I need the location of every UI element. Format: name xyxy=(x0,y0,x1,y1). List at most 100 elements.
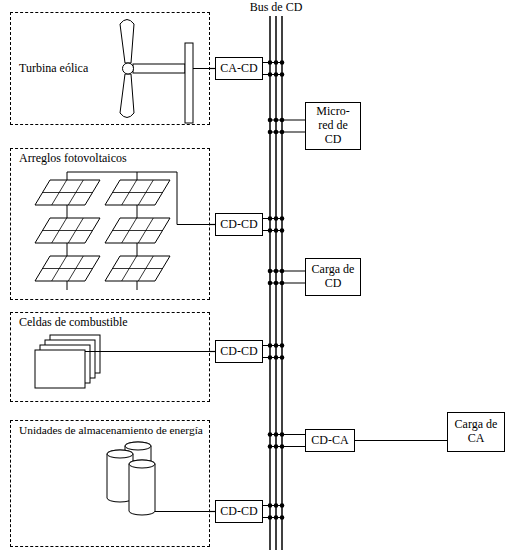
node-label: Bus de CD xyxy=(250,1,303,15)
pv-array-part xyxy=(105,218,170,243)
junction-dot xyxy=(274,432,279,437)
node-label: Micro-red de CD xyxy=(309,105,357,146)
pv-array-part xyxy=(105,256,170,281)
junction-dot xyxy=(274,118,279,123)
node-label: CD-CD xyxy=(220,505,257,519)
junction-dot xyxy=(280,503,285,508)
junction-dot xyxy=(280,60,285,65)
converter-box: CD-CA xyxy=(305,429,355,452)
junction-dot xyxy=(268,130,273,135)
junction-dot xyxy=(280,216,285,221)
node-label: CD-CD xyxy=(220,345,257,359)
converter-box: CA-CD xyxy=(215,57,263,80)
wind-turbine-part xyxy=(185,43,193,123)
storage-cylinders xyxy=(107,442,210,515)
storage-cylinders-part xyxy=(129,460,155,468)
wind-turbine xyxy=(120,20,210,124)
dc-bus: Bus de CD xyxy=(268,16,284,550)
storage-cylinders-part xyxy=(107,450,133,458)
pv-array-part xyxy=(35,218,100,243)
wind-turbine-part xyxy=(133,64,185,73)
junction-dot xyxy=(274,343,279,348)
junction-dot xyxy=(268,432,273,437)
junction-dot xyxy=(280,444,285,449)
junction-dot xyxy=(268,60,273,65)
junction-dot xyxy=(274,355,279,360)
junction-dot xyxy=(280,269,285,274)
wind-turbine-part xyxy=(120,20,134,64)
junction-dot xyxy=(280,281,285,286)
node-label: Arreglos fotovoltaicos xyxy=(19,152,127,166)
junction-dot xyxy=(280,343,285,348)
node-label: Celdas de combustible xyxy=(19,316,128,330)
junction-dot xyxy=(280,118,285,123)
node-label: CA-CD xyxy=(220,62,257,76)
converter-box: CD-CD xyxy=(215,500,263,523)
storage-cylinders-part xyxy=(129,460,155,515)
bus-connector xyxy=(263,506,282,518)
junction-dot xyxy=(268,444,273,449)
converter-box: Micro-red de CD xyxy=(305,102,361,150)
junction-dot xyxy=(274,72,279,77)
junction-dot xyxy=(268,343,273,348)
node-label: Carga de CA xyxy=(451,418,501,446)
junction-dot xyxy=(280,130,285,135)
wind-turbine-part xyxy=(193,68,210,69)
bus-connector xyxy=(263,346,282,358)
junction-dot xyxy=(274,281,279,286)
junction-dot xyxy=(268,228,273,233)
junction-dot xyxy=(274,60,279,65)
junction-dot xyxy=(268,216,273,221)
junction-dot xyxy=(268,515,273,520)
fuel-cell-stack-part xyxy=(85,351,210,352)
junction-dot xyxy=(274,444,279,449)
pv-array xyxy=(35,172,210,290)
junction-dot xyxy=(274,515,279,520)
converter-box: Carga de CA xyxy=(447,412,505,452)
junction-dot xyxy=(280,432,285,437)
junction-dots xyxy=(268,60,285,520)
wind-turbine-part xyxy=(123,63,134,74)
junction-dot xyxy=(268,281,273,286)
junction-dot xyxy=(268,118,273,123)
pv-array-part xyxy=(35,180,100,205)
dashed-group: Arreglos fotovoltaicos xyxy=(10,148,210,300)
junction-dot xyxy=(280,72,285,77)
junction-dot xyxy=(274,503,279,508)
converter-box: Carga de CD xyxy=(305,258,361,296)
junction-dot xyxy=(274,216,279,221)
fuel-cell-stack-part xyxy=(35,350,85,388)
node-label: CD-CD xyxy=(220,218,257,232)
bus-connector xyxy=(355,440,447,441)
converter-box: CD-CD xyxy=(215,340,263,363)
junction-dot xyxy=(274,130,279,135)
storage-cylinders-part xyxy=(125,442,151,450)
pv-array-part xyxy=(105,180,170,205)
storage-cylinders-part xyxy=(155,511,210,512)
junction-dot xyxy=(280,355,285,360)
node-label: Unidades de almacenamiento de energía xyxy=(19,424,203,437)
junction-dot xyxy=(274,269,279,274)
junction-dot xyxy=(280,228,285,233)
junction-dot xyxy=(268,355,273,360)
node-label: CD-CA xyxy=(311,434,348,448)
wind-turbine-part xyxy=(120,74,134,118)
node-label: Carga de CD xyxy=(309,263,357,291)
connector-layer xyxy=(210,63,447,518)
pv-array-part xyxy=(35,256,100,281)
node-label: Turbina eólica xyxy=(19,62,88,76)
dashed-group: Turbina eólica xyxy=(10,12,210,125)
junction-dot xyxy=(268,269,273,274)
dashed-group: Celdas de combustible xyxy=(10,312,210,402)
junction-dot xyxy=(268,72,273,77)
junction-dot xyxy=(274,228,279,233)
converter-box: CD-CD xyxy=(215,213,263,236)
junction-dot xyxy=(268,503,273,508)
dashed-group: Unidades de almacenamiento de energía xyxy=(10,420,210,547)
bus-connector xyxy=(263,219,282,231)
junction-dot xyxy=(280,515,285,520)
bus-connector xyxy=(263,63,282,75)
fuel-cell-stack xyxy=(35,335,210,388)
